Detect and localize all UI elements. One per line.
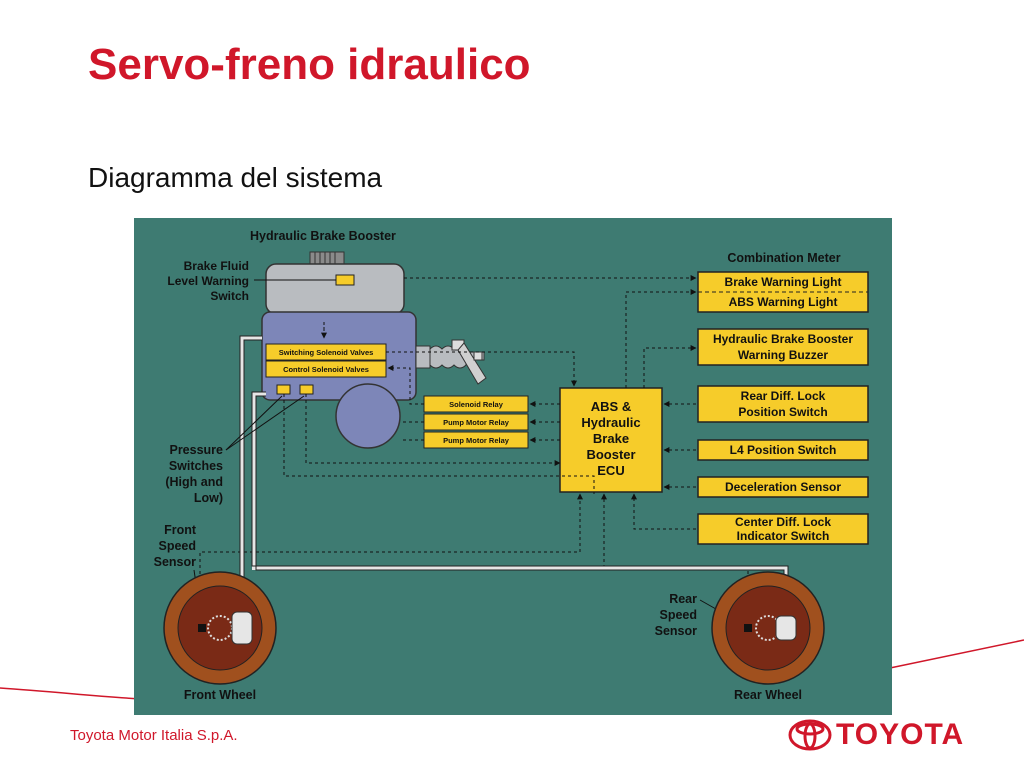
svg-text:Speed: Speed (158, 539, 196, 553)
svg-text:(High and: (High and (165, 475, 223, 489)
valve-body: Switching Solenoid Valves Control Soleno… (261, 311, 487, 449)
l4-position-switch-box: L4 Position Switch (697, 439, 869, 461)
booster-title-label: Hydraulic Brake Booster (250, 229, 396, 243)
svg-text:Sensor: Sensor (154, 555, 197, 569)
svg-text:Rear: Rear (669, 592, 697, 606)
svg-text:Rear Diff. Lock: Rear Diff. Lock (741, 389, 826, 403)
svg-text:Switches: Switches (169, 459, 223, 473)
pump-motor-relay-2-label: Pump Motor Relay (443, 436, 510, 445)
switching-valves-label: Switching Solenoid Valves (279, 348, 374, 357)
rear-wheel-label: Rear Wheel (734, 688, 802, 702)
front-speed-sensor-label: Front Speed Sensor (154, 523, 203, 625)
front-wheel-label: Front Wheel (184, 688, 256, 702)
svg-text:ECU: ECU (597, 463, 624, 478)
brake-warning-light-label: Brake Warning Light (725, 275, 842, 289)
slide-subtitle: Diagramma del sistema (88, 162, 383, 193)
svg-text:Speed: Speed (659, 608, 697, 622)
brake-fluid-switch-label: Brake Fluid Level Warning Switch (167, 259, 249, 303)
svg-text:Sensor: Sensor (655, 624, 698, 638)
rear-wheel (711, 571, 825, 685)
svg-text:Level Warning: Level Warning (167, 274, 249, 288)
rear-speed-sensor-label: Rear Speed Sensor (655, 592, 747, 638)
reservoir (254, 251, 405, 315)
svg-text:L4 Position Switch: L4 Position Switch (730, 443, 837, 457)
svg-text:Position Switch: Position Switch (738, 405, 827, 419)
center-diff-lock-box: Center Diff. Lock Indicator Switch (697, 513, 869, 545)
svg-text:Switch: Switch (210, 289, 249, 303)
svg-text:Brake: Brake (593, 431, 629, 446)
svg-text:Brake Fluid: Brake Fluid (184, 259, 249, 273)
slide-title: Servo-freno idraulico (88, 40, 531, 89)
svg-text:Warning Buzzer: Warning Buzzer (738, 348, 829, 362)
footer-company: Toyota Motor Italia S.p.A. (70, 727, 238, 744)
control-valves-label: Control Solenoid Valves (283, 365, 369, 374)
svg-text:Front: Front (164, 523, 197, 537)
svg-text:Booster: Booster (586, 447, 635, 462)
deceleration-sensor-box: Deceleration Sensor (697, 476, 869, 498)
solenoid-relay-label: Solenoid Relay (449, 400, 504, 409)
toyota-emblem-icon (788, 719, 832, 751)
combination-meter-box: Brake Warning Light ABS Warning Light (697, 271, 869, 313)
svg-text:Low): Low) (194, 491, 223, 505)
abs-ecu-box: ABS & Hydraulic Brake Booster ECU (559, 387, 663, 493)
svg-text:Hydraulic Brake Booster: Hydraulic Brake Booster (713, 332, 853, 346)
warning-buzzer-box: Hydraulic Brake Booster Warning Buzzer (697, 328, 869, 366)
relay-group: Solenoid Relay Pump Motor Relay Pump Mot… (423, 395, 529, 449)
front-wheel (163, 571, 277, 685)
abs-warning-light-label: ABS Warning Light (729, 295, 838, 309)
toyota-wordmark: TOYOTA (836, 718, 965, 751)
svg-text:Hydraulic: Hydraulic (581, 415, 640, 430)
system-diagram: Hydraulic Brake Booster Brake Fluid Leve… (134, 218, 892, 715)
svg-text:Pressure: Pressure (169, 443, 223, 457)
rear-diff-lock-box: Rear Diff. Lock Position Switch (697, 385, 869, 423)
pressure-switches-label: Pressure Switches (High and Low) (165, 395, 305, 505)
svg-text:ABS &: ABS & (591, 399, 631, 414)
svg-text:Deceleration Sensor: Deceleration Sensor (725, 480, 841, 494)
toyota-logo: TOYOTA (788, 714, 988, 756)
svg-text:Center Diff. Lock: Center Diff. Lock (735, 515, 831, 529)
pump-motor-relay-1-label: Pump Motor Relay (443, 418, 510, 427)
combination-meter-label: Combination Meter (727, 251, 840, 265)
svg-text:Indicator Switch: Indicator Switch (737, 529, 830, 543)
